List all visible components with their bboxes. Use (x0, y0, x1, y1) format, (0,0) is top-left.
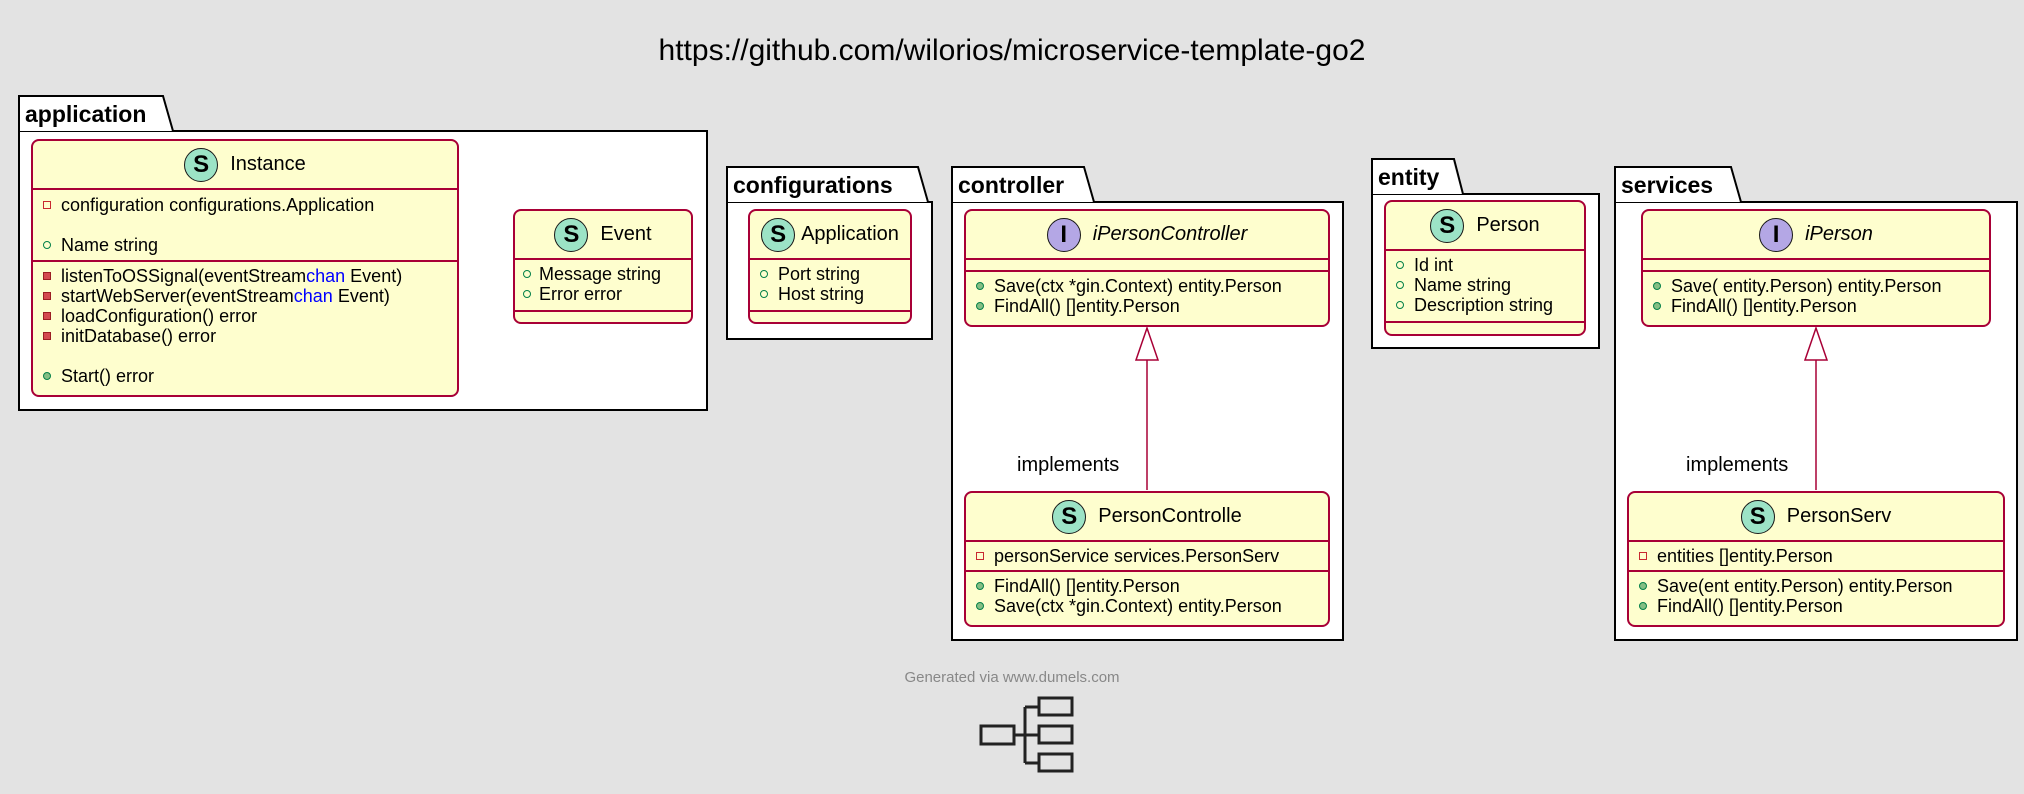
class-name: Application (801, 223, 899, 245)
class-instance[interactable]: S Instance configuration configurations.… (31, 139, 459, 397)
class-method: listenToOSSignal(eventStream chan Event) (33, 266, 457, 286)
package-label: controller (958, 172, 1065, 198)
class-field: Name string (1386, 275, 1584, 295)
relation-label: implements (1686, 454, 1789, 476)
stereotype-s-icon: S (761, 217, 796, 252)
stereotype-s-icon: S (184, 147, 219, 182)
class-name: Person (1476, 214, 1540, 236)
class-field: Message string (515, 264, 691, 284)
class-method: FindAll() []entity.Person (966, 576, 1328, 596)
class-method: Start() error (33, 366, 457, 386)
class-method: Save(ctx *gin.Context) entity.Person (966, 596, 1328, 616)
class-personserv[interactable]: S PersonServ entities []entity.Person Sa… (1627, 491, 2005, 627)
class-method: Save(ent entity.Person) entity.Person (1629, 576, 2003, 596)
class-name: PersonControlle (1098, 505, 1242, 527)
package-label: configurations (733, 172, 893, 198)
stereotype-i-icon: I (1759, 217, 1794, 252)
class-field: Host string (750, 284, 910, 304)
class-personcontrolle[interactable]: S PersonControlle personService services… (964, 491, 1330, 627)
class-field: Error error (515, 284, 691, 304)
class-method: FindAll() []entity.Person (966, 296, 1328, 316)
class-method: startWebServer(eventStream chan Event) (33, 286, 457, 306)
stereotype-i-icon: I (1046, 217, 1081, 252)
class-application[interactable]: S Application Port string Host string (748, 209, 912, 324)
relation-label: implements (1017, 454, 1120, 476)
class-field: entities []entity.Person (1629, 546, 2003, 566)
package-controller: controller I iPersonController Save(ctx … (951, 166, 1344, 641)
footer-text: Generated via www.dumels.com (904, 669, 1120, 686)
class-field: personService services.PersonServ (966, 546, 1328, 566)
diagram-title: https://github.com/wilorios/microservice… (658, 34, 1366, 67)
class-field: Name string (33, 235, 457, 255)
package-label: application (25, 101, 147, 127)
class-method: Save( entity.Person) entity.Person (1643, 276, 1989, 296)
package-configurations: configurations S Application Port string… (726, 166, 933, 340)
class-field: Port string (750, 264, 910, 284)
class-method: initDatabase() error (33, 326, 457, 346)
class-method: FindAll() []entity.Person (1629, 596, 2003, 616)
stereotype-s-icon: S (1740, 499, 1775, 534)
class-name: iPersonController (1092, 223, 1248, 245)
stereotype-s-icon: S (554, 217, 589, 252)
class-iperson[interactable]: I iPerson Save( entity.Person) entity.Pe… (1641, 209, 1991, 327)
class-ipersoncontroller[interactable]: I iPersonController Save(ctx *gin.Contex… (964, 209, 1330, 327)
class-name: PersonServ (1786, 505, 1892, 527)
package-application: application S Instance configuration con… (18, 95, 708, 411)
class-event[interactable]: S Event Message string Error error (513, 209, 693, 324)
class-name: Event (600, 223, 652, 245)
package-label: entity (1378, 164, 1440, 190)
class-method: Save(ctx *gin.Context) entity.Person (966, 276, 1328, 296)
class-method: FindAll() []entity.Person (1643, 296, 1989, 316)
package-label: services (1621, 172, 1714, 198)
class-field: Id int (1386, 255, 1584, 275)
stereotype-s-icon: S (1430, 208, 1465, 243)
class-name: Instance (230, 153, 306, 175)
class-method: loadConfiguration() error (33, 306, 457, 326)
class-field: Description string (1386, 295, 1584, 315)
dumels-logo-icon (979, 696, 1074, 773)
package-entity: entity S Person Id int Name string Descr… (1371, 158, 1600, 349)
class-name: iPerson (1805, 223, 1873, 245)
package-services: services I iPerson Save( entity.Person) … (1614, 166, 2018, 641)
class-person[interactable]: S Person Id int Name string Description … (1384, 200, 1586, 336)
stereotype-s-icon: S (1052, 499, 1087, 534)
class-field: configuration configurations.Application (33, 195, 457, 215)
